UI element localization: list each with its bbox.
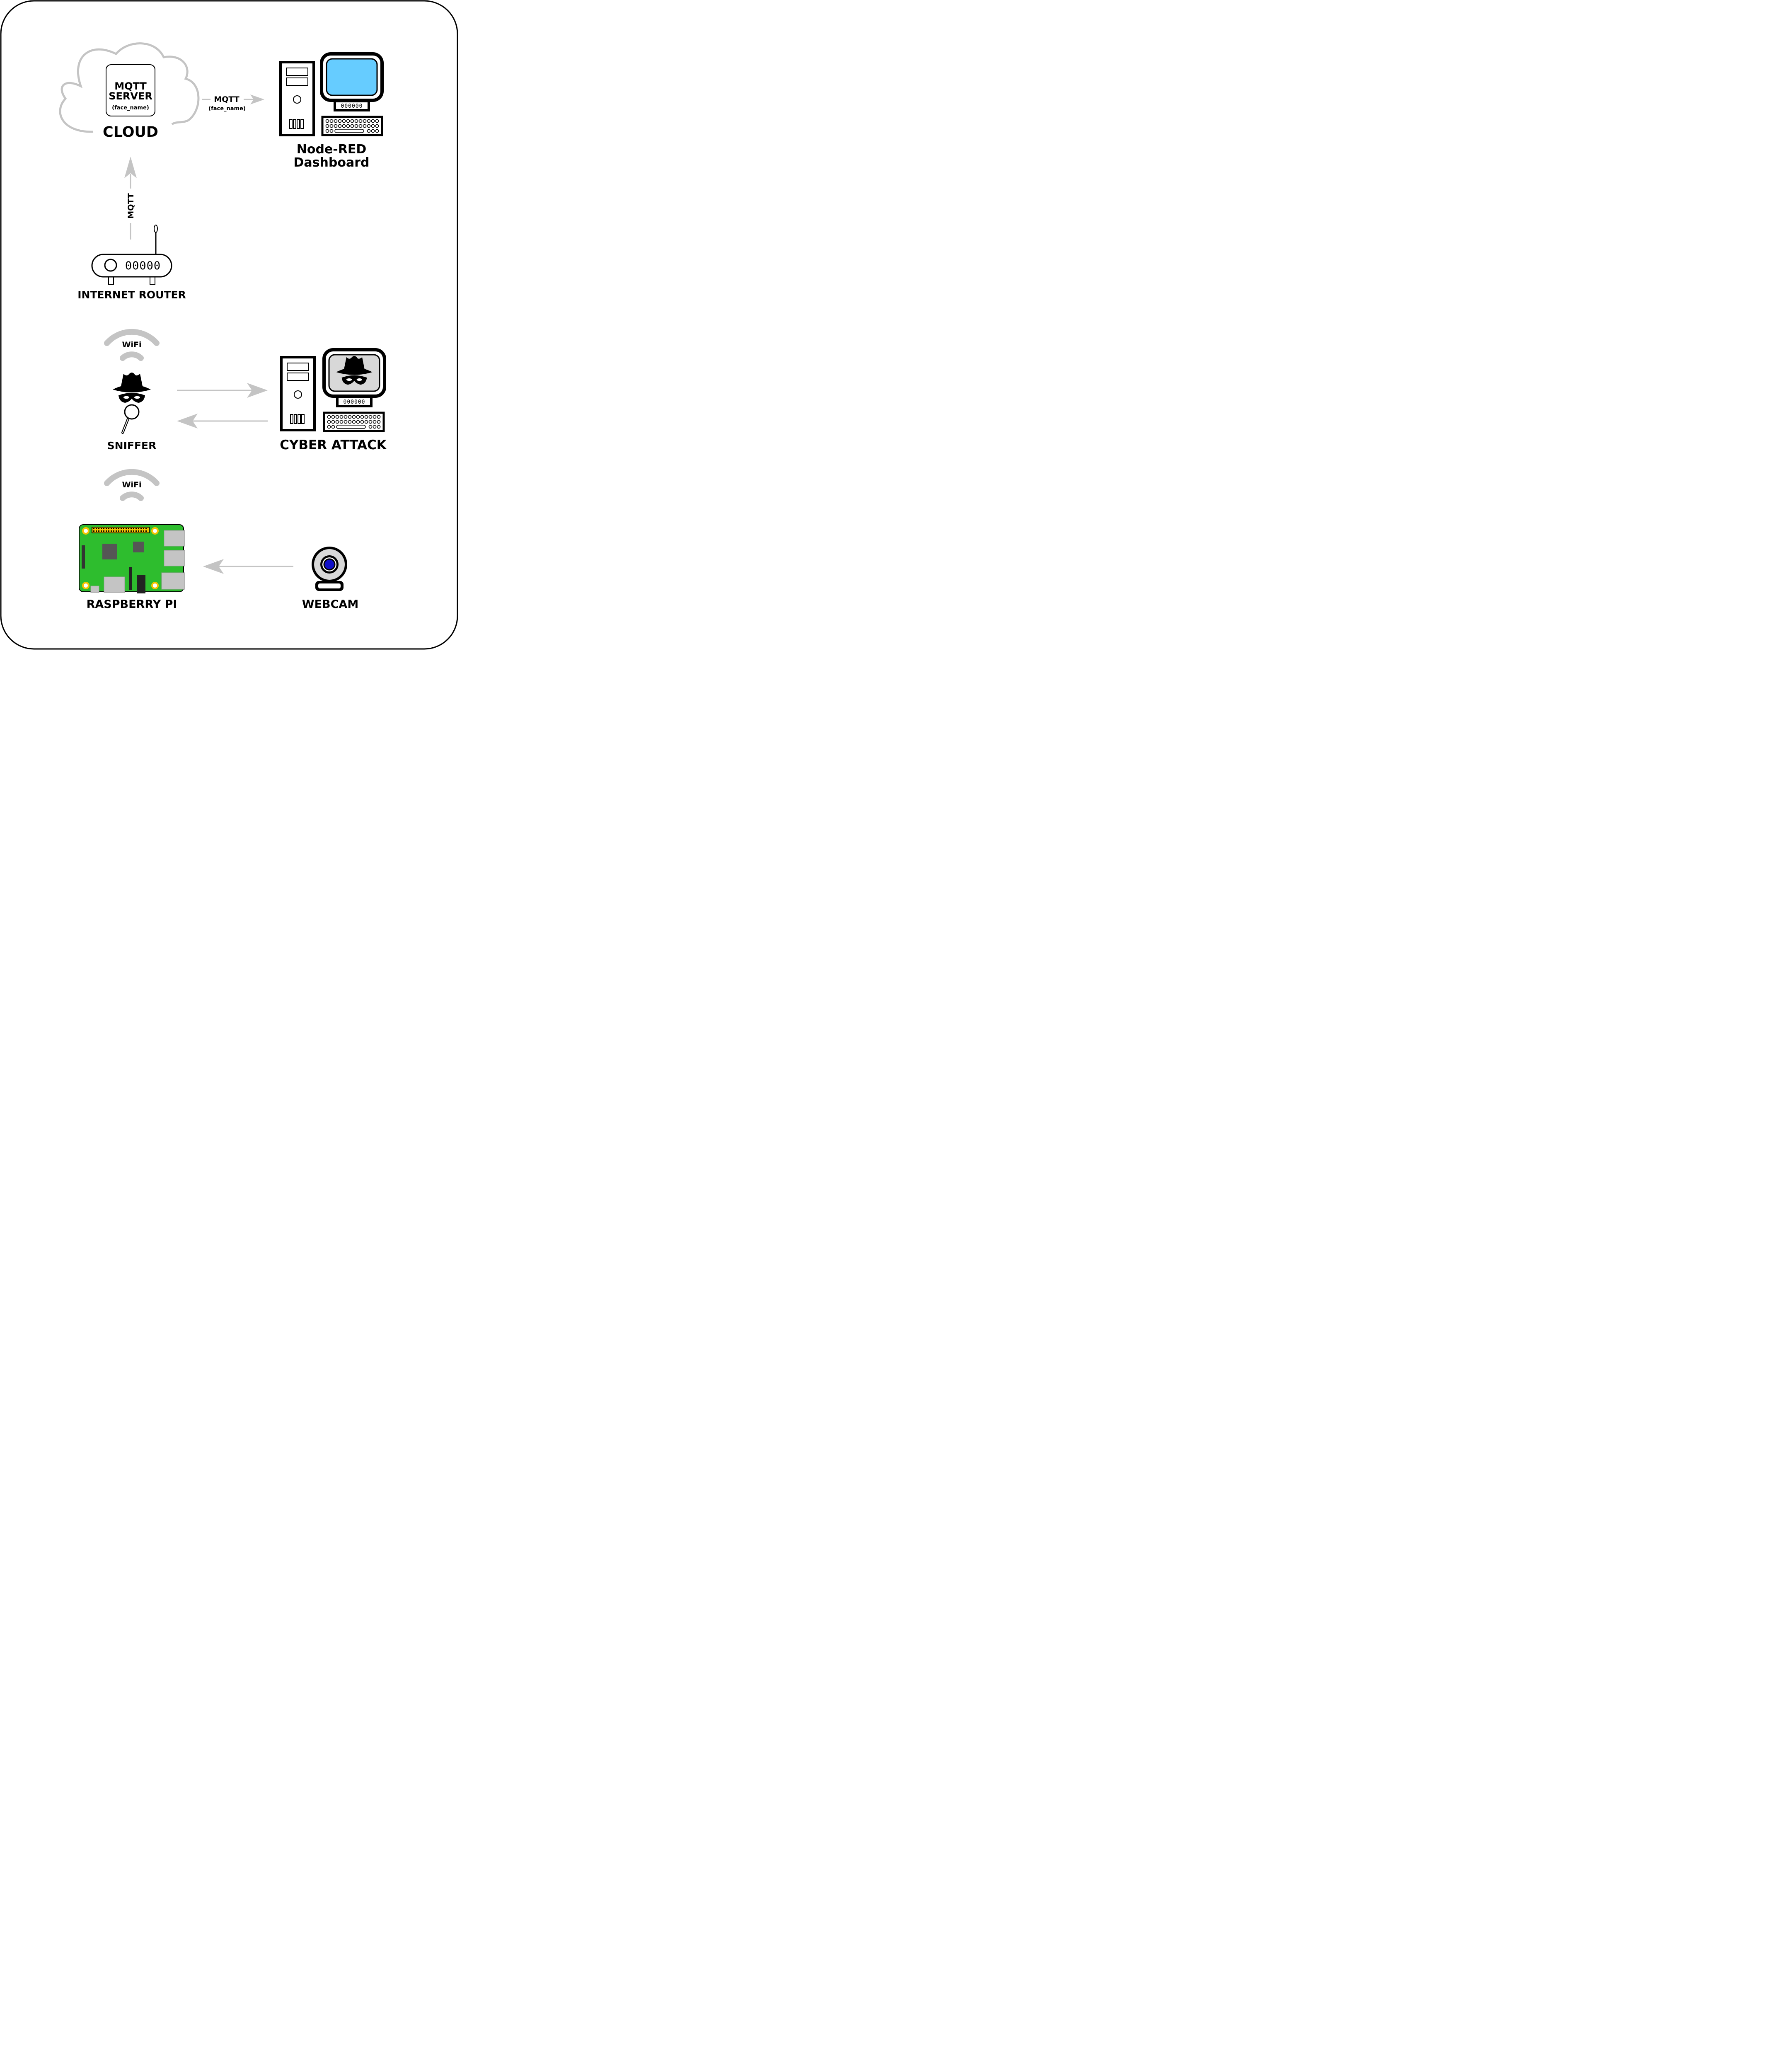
webcam-label: WEBCAM <box>302 598 358 611</box>
sniffer-to-attacker-arrow <box>177 383 268 398</box>
diagram-frame <box>0 0 458 650</box>
dashboard-screen <box>326 58 378 96</box>
raspberry-pi-camera-connector <box>129 567 132 590</box>
router-node: 00000 INTERNET ROUTER <box>77 225 186 301</box>
raspberry-pi-audio-jack <box>137 575 145 593</box>
dashboard-monitor-digits: 000000 <box>341 103 363 109</box>
webcam-to-raspberry-arrow <box>203 559 293 574</box>
attacker-to-sniffer-arrow <box>177 414 268 428</box>
sniffer-label: SNIFFER <box>107 440 157 452</box>
mqtt-server-topic: (face_name) <box>112 105 149 111</box>
raspberry-pi-power-port <box>90 586 99 593</box>
mqtt-server-line2: SERVER <box>109 90 152 102</box>
raspberry-pi-node: RASPBERRY PI <box>79 524 185 611</box>
dashboard-node: 000000 Node-RED Dashboard <box>281 52 384 170</box>
attacker-node: 000000 CYBER ATTACK <box>280 348 387 453</box>
wifi-lower-label: WiFi <box>122 480 142 489</box>
mqtt-server-line1: MQTT <box>114 80 147 92</box>
raspberry-pi-label: RASPBERRY PI <box>87 598 177 611</box>
sniffer-node: SNIFFER <box>107 373 157 452</box>
cloud-label: CLOUD <box>103 124 158 140</box>
raspberry-pi-usb-port-2 <box>161 572 185 590</box>
webcam-lens <box>323 558 336 571</box>
dashboard-label-line1: Node-RED <box>297 142 367 157</box>
router-to-cloud-arrow: MQTT <box>124 157 137 240</box>
router-antenna-tip <box>154 225 158 233</box>
raspberry-pi-display-connector <box>82 545 85 569</box>
wifi-upper-label: WiFi <box>122 340 142 349</box>
router-to-cloud-protocol: MQTT <box>126 193 135 218</box>
magnifier-icon <box>124 404 140 420</box>
router-label: INTERNET ROUTER <box>77 289 186 301</box>
raspberry-pi-hdmi-port <box>104 576 125 593</box>
attacker-monitor-base <box>336 396 373 407</box>
dashboard-label-line2: Dashboard <box>294 155 370 170</box>
mqtt-server-box <box>106 64 155 116</box>
wifi-upper: WiFi <box>107 332 157 358</box>
dashboard-keyboard <box>322 117 382 135</box>
attacker-monitor-digits: 000000 <box>344 399 365 405</box>
webcam-stand-inner <box>318 583 341 588</box>
raspberry-pi-cpu <box>102 544 117 559</box>
raspberry-pi-chip <box>133 542 144 552</box>
raspberry-pi-ethernet-port <box>164 530 185 547</box>
router-power-light <box>104 259 117 272</box>
raspberry-pi-mount-holes <box>82 527 159 589</box>
cloud-to-dashboard-arrow: MQTT (face_name) <box>202 94 264 112</box>
cloud-node: MQTT SERVER (face_name) CLOUD <box>59 42 200 140</box>
attacker-keyboard <box>324 413 384 431</box>
cloud-outline <box>59 42 200 133</box>
raspberry-pi-gpio-pins <box>93 528 147 532</box>
cloud-to-dashboard-topic: (face_name) <box>208 106 246 112</box>
attacker-label: CYBER ATTACK <box>280 438 387 453</box>
attacker-tower <box>281 357 315 430</box>
network-diagram: MQTT SERVER (face_name) CLOUD MQTT (face… <box>0 0 458 650</box>
dashboard-monitor-base <box>334 100 370 111</box>
cloud-to-dashboard-protocol: MQTT <box>214 95 239 104</box>
wifi-lower: WiFi <box>107 472 157 498</box>
webcam-node: WEBCAM <box>302 547 358 611</box>
router-ports: 00000 <box>125 259 161 272</box>
dashboard-tower <box>281 62 314 135</box>
raspberry-pi-usb-port-1 <box>164 550 185 566</box>
